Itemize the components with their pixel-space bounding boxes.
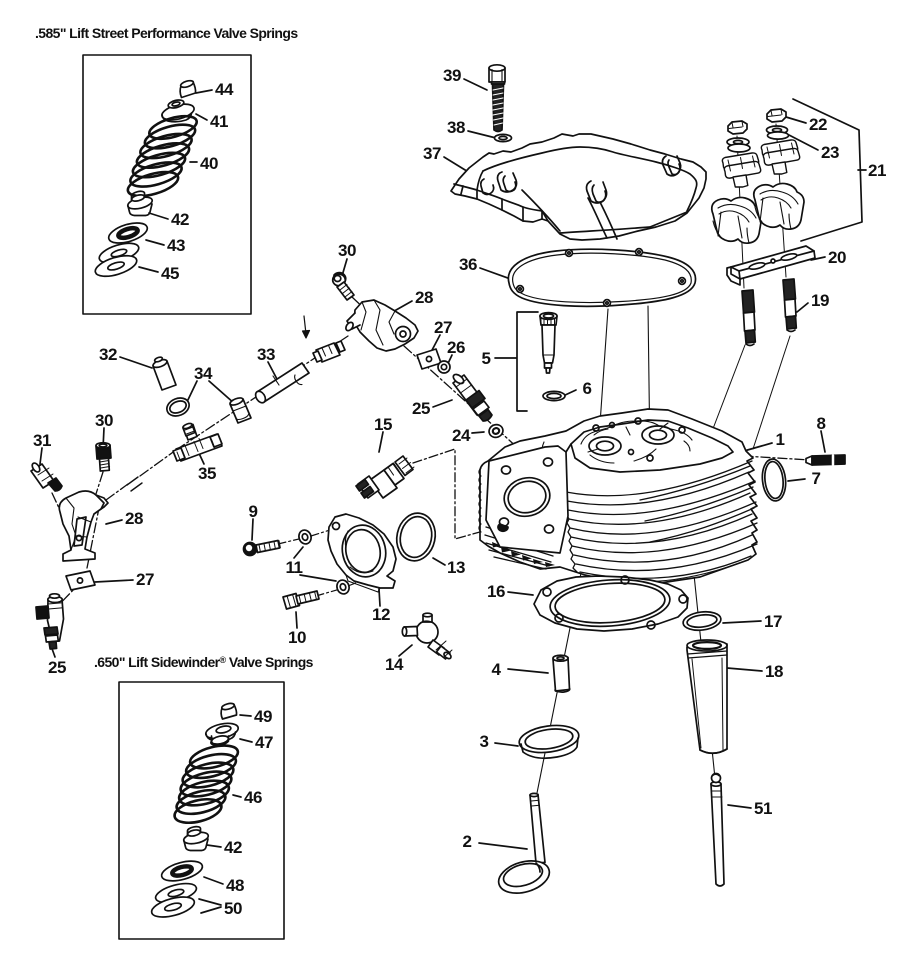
svg-text:23: 23: [821, 143, 839, 162]
svg-text:34: 34: [194, 364, 213, 383]
svg-text:18: 18: [765, 662, 783, 681]
svg-text:10: 10: [288, 628, 306, 647]
svg-text:36: 36: [459, 255, 477, 274]
svg-text:48: 48: [226, 876, 244, 895]
svg-text:28: 28: [415, 288, 433, 307]
svg-text:11: 11: [286, 558, 303, 577]
svg-text:31: 31: [33, 431, 51, 450]
svg-text:8: 8: [817, 414, 826, 433]
svg-text:25: 25: [48, 658, 66, 677]
svg-text:42: 42: [171, 210, 189, 229]
svg-text:47: 47: [255, 733, 273, 752]
svg-text:39: 39: [443, 66, 461, 85]
svg-text:1: 1: [776, 430, 785, 449]
svg-text:44: 44: [215, 80, 234, 99]
svg-text:28: 28: [125, 509, 143, 528]
svg-text:35: 35: [198, 464, 216, 483]
svg-text:7: 7: [812, 469, 821, 488]
svg-text:13: 13: [447, 558, 465, 577]
svg-text:16: 16: [487, 582, 505, 601]
svg-text:50: 50: [224, 899, 242, 918]
svg-text:46: 46: [244, 788, 262, 807]
svg-text:45: 45: [161, 264, 179, 283]
svg-text:4: 4: [492, 660, 502, 679]
svg-text:32: 32: [99, 345, 117, 364]
svg-text:.650" Lift Sidewinder® Valve S: .650" Lift Sidewinder® Valve Springs: [94, 654, 314, 670]
svg-text:42: 42: [224, 838, 242, 857]
svg-text:12: 12: [372, 605, 390, 624]
svg-text:2: 2: [463, 832, 472, 851]
svg-text:41: 41: [210, 112, 228, 131]
svg-text:17: 17: [764, 612, 782, 631]
svg-text:20: 20: [828, 248, 846, 267]
svg-text:30: 30: [95, 411, 113, 430]
svg-text:51: 51: [754, 799, 772, 818]
svg-text:27: 27: [136, 570, 154, 589]
svg-text:40: 40: [200, 154, 218, 173]
svg-text:27: 27: [434, 318, 452, 337]
svg-text:3: 3: [480, 732, 489, 751]
svg-text:22: 22: [809, 115, 827, 134]
svg-text:21: 21: [868, 161, 886, 180]
svg-text:6: 6: [583, 379, 592, 398]
svg-text:49: 49: [254, 707, 272, 726]
svg-text:25: 25: [412, 399, 430, 418]
svg-text:5: 5: [482, 349, 491, 368]
svg-text:43: 43: [167, 236, 185, 255]
svg-text:37: 37: [423, 144, 441, 163]
svg-text:38: 38: [447, 118, 465, 137]
svg-text:30: 30: [338, 241, 356, 260]
svg-text:14: 14: [385, 655, 404, 674]
svg-text:24: 24: [452, 426, 471, 445]
svg-text:9: 9: [249, 502, 258, 521]
svg-text:26: 26: [447, 338, 465, 357]
svg-text:.585" Lift Street Performance: .585" Lift Street Performance Valve Spri…: [35, 25, 298, 41]
svg-text:33: 33: [257, 345, 275, 364]
svg-text:15: 15: [374, 415, 392, 434]
svg-text:19: 19: [811, 291, 829, 310]
